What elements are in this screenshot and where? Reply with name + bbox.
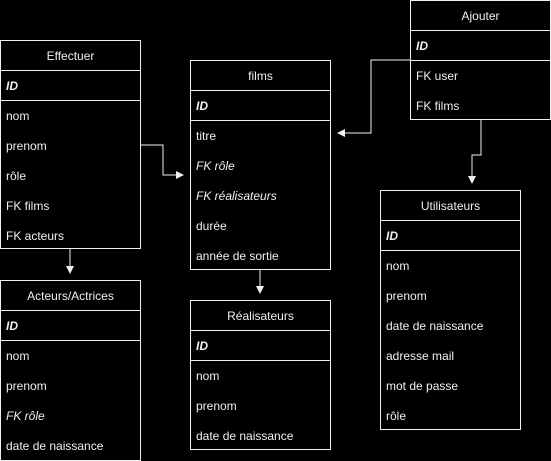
field-primary-key: ID (1, 311, 140, 341)
entity-ajouter[interactable]: Ajouter ID FK user FK films (410, 0, 551, 120)
field: durée (196, 219, 227, 233)
field: nom (386, 259, 410, 273)
entity-title: Utilisateurs (381, 191, 520, 221)
field-primary-key: ID (381, 221, 520, 251)
entity-title: Acteurs/Actrices (1, 281, 140, 311)
entity-title: Réalisateurs (191, 301, 330, 331)
entity-title: Effectuer (1, 41, 140, 71)
field: prenom (386, 289, 427, 303)
field-foreign-key: FK films (6, 199, 50, 213)
entity-realisateurs[interactable]: Réalisateurs ID nom prenom date de naiss… (190, 300, 331, 450)
field-foreign-key: FK films (416, 99, 460, 113)
entity-films[interactable]: films ID titre FK rôle FK réalisateurs d… (190, 60, 331, 270)
field: nom (6, 109, 30, 123)
connector-effectuer-to-films (141, 144, 184, 179)
field: date de naissance (386, 319, 484, 333)
field-primary-key: ID (1, 71, 140, 101)
field: date de naissance (6, 439, 104, 453)
field: prenom (6, 379, 47, 393)
field: mot de passe (386, 379, 459, 393)
entity-effectuer[interactable]: Effectuer ID nom prenom rôle FK films FK… (0, 40, 141, 249)
field-primary-key: ID (411, 31, 550, 61)
field: prenom (6, 139, 47, 153)
field-foreign-key: FK acteurs (6, 229, 65, 243)
entity-title: Ajouter (411, 1, 550, 31)
entity-utilisateurs[interactable]: Utilisateurs ID nom prenom date de naiss… (380, 190, 521, 430)
field: rôle (386, 409, 407, 423)
field: titre (196, 129, 217, 143)
field: nom (6, 349, 30, 363)
field: prenom (196, 399, 237, 413)
entity-acteurs-actrices[interactable]: Acteurs/Actrices ID nom prenom FK rôle d… (0, 280, 141, 461)
field-foreign-key: FK rôle (196, 159, 235, 173)
field: rôle (6, 169, 27, 183)
field-primary-key: ID (191, 331, 330, 361)
field-foreign-key: FK user (416, 69, 459, 83)
field: année de sortie (196, 249, 279, 263)
field: date de naissance (196, 429, 294, 443)
field: adresse mail (386, 349, 455, 363)
field: nom (196, 369, 220, 383)
connector-ajouter-to-utilisateurs (468, 120, 482, 184)
field-foreign-key: FK rôle (6, 409, 45, 423)
connector-ajouter-to-films (337, 59, 410, 137)
field-primary-key: ID (191, 91, 330, 121)
field-foreign-key: FK réalisateurs (196, 189, 277, 203)
entity-title: films (191, 61, 330, 91)
